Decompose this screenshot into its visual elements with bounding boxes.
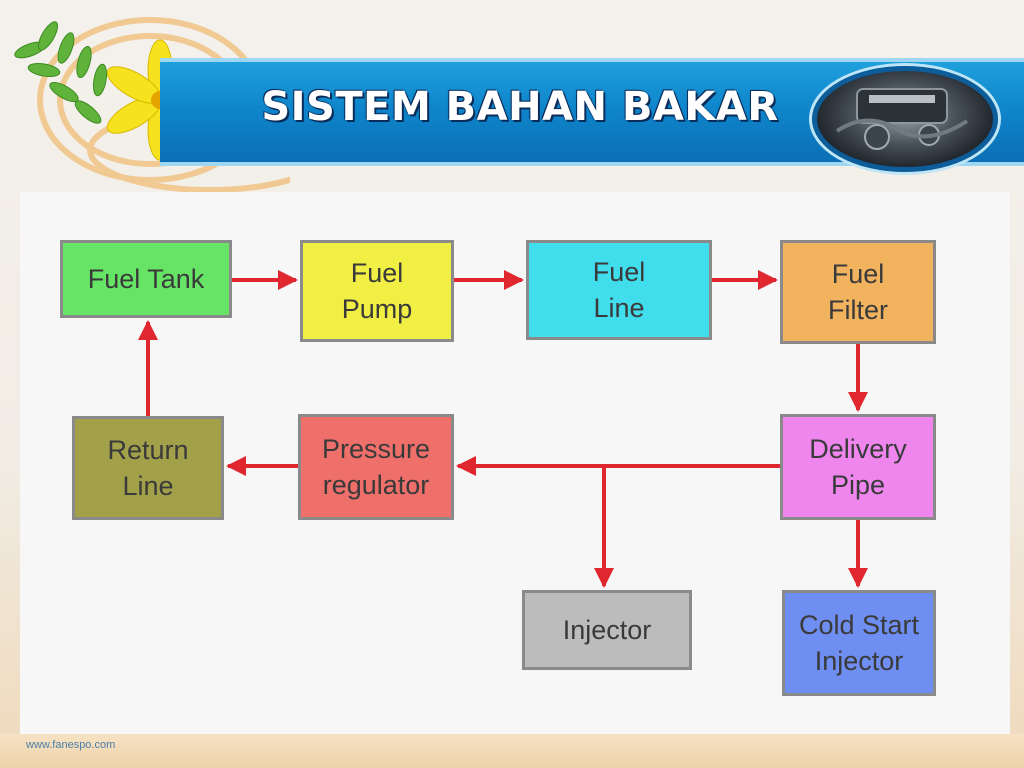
node-injector: Injector [522, 590, 692, 670]
node-fuel-filter: Fuel Filter [780, 240, 936, 344]
node-return-line: Return Line [72, 416, 224, 520]
slide-title: SISTEM BAHAN BAKAR [261, 84, 779, 130]
node-fuel-tank: Fuel Tank [60, 240, 232, 318]
engine-photo-icon [812, 66, 998, 172]
node-fuel-pump: Fuel Pump [300, 240, 454, 342]
footer-url: www.fanespo.com [26, 739, 116, 751]
node-delivery-pipe: Delivery Pipe [780, 414, 936, 520]
node-fuel-line: Fuel Line [526, 240, 712, 340]
node-cold-start-injector: Cold Start Injector [782, 590, 936, 696]
node-pressure-regulator: Pressure regulator [298, 414, 454, 520]
footer-band [0, 734, 1024, 768]
